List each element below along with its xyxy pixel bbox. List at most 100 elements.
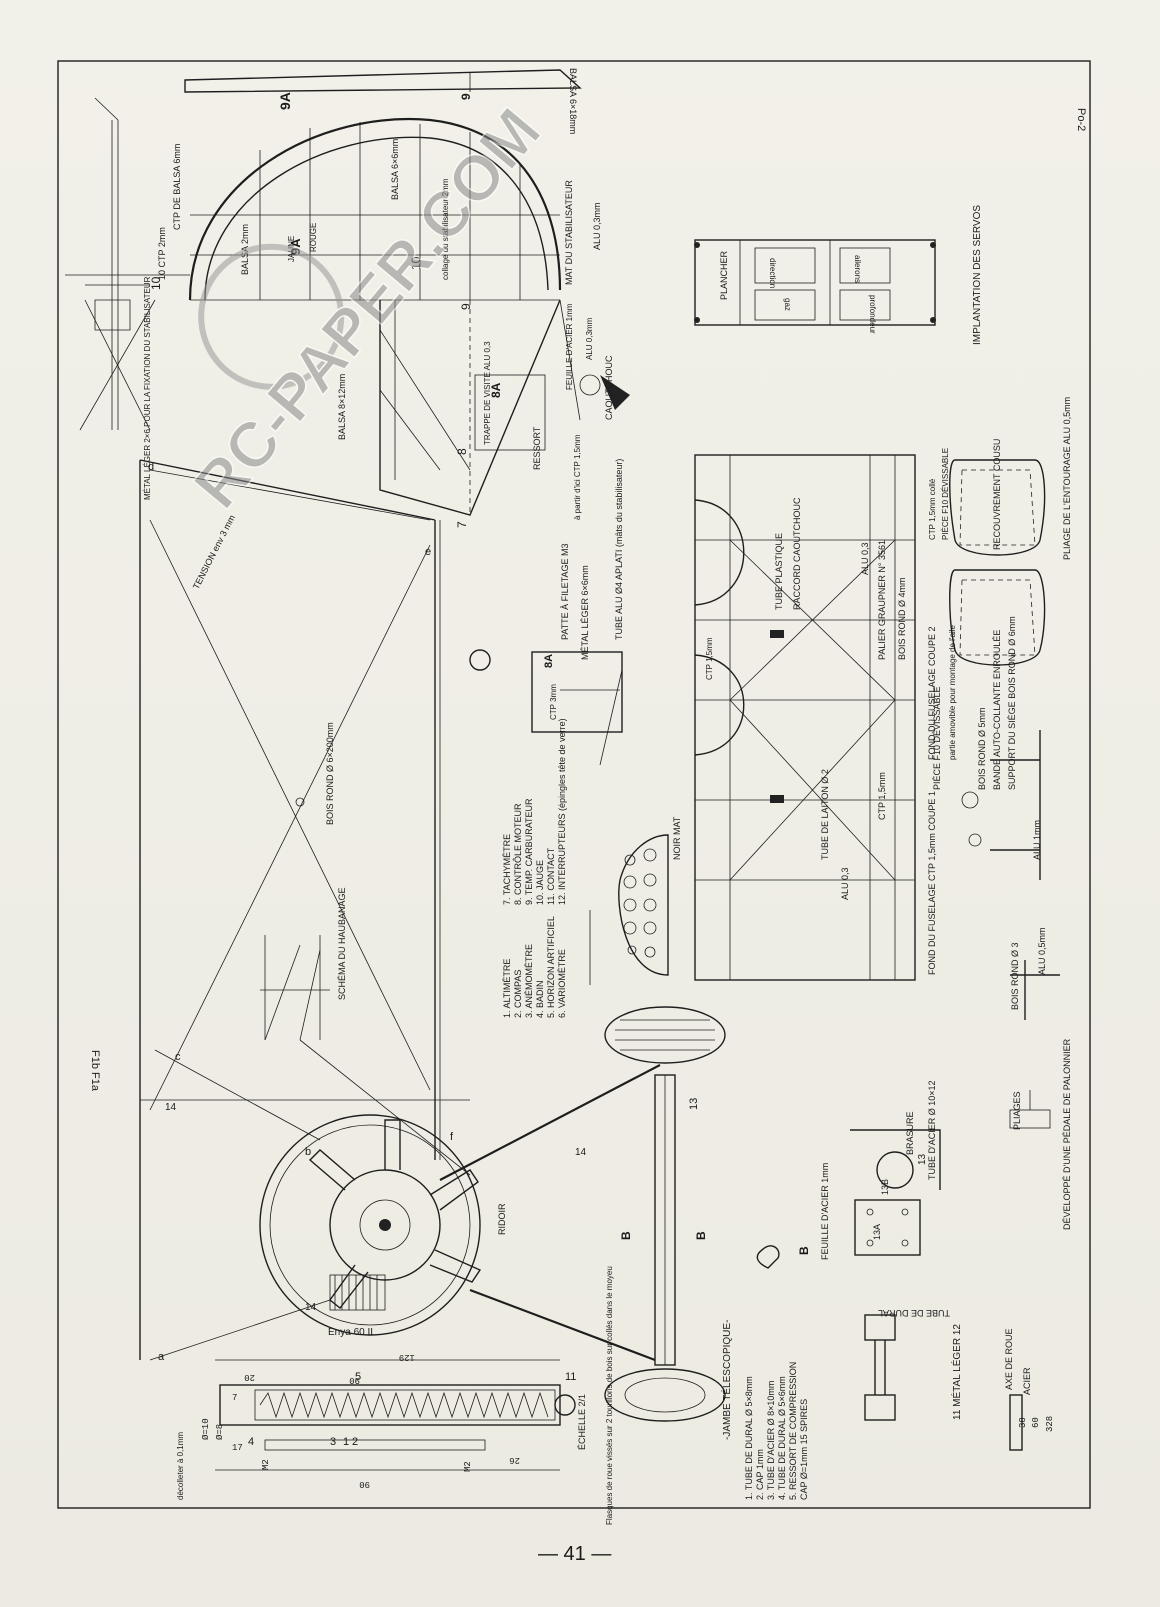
label-pliage-entourage: PLIAGE DE L'ENTOURAGE ALU 0,5mm <box>1062 397 1072 560</box>
label-gaz: gaz <box>783 298 792 311</box>
telescopic-parts-list: 1. TUBE DE DURAL Ø 5×8mm 2. CAP 1mm 3. T… <box>744 1362 809 1500</box>
label-balsa-6x18: BALSA 6×18mm <box>568 68 578 134</box>
svg-text:5. RESSORT DE COMPRESSION: 5. RESSORT DE COMPRESSION <box>788 1362 798 1500</box>
part-9-low: 9 <box>459 303 473 310</box>
label-ctp-colle: CTP 1,5mm collé <box>928 478 937 540</box>
label-echelle: ÉCHELLE 2/1 <box>577 1394 587 1450</box>
rig-letter-c: c <box>175 1051 181 1063</box>
label-noir-mat: NOIR MAT <box>672 816 682 860</box>
part-1: 1 <box>343 1436 349 1448</box>
label-tube-laiton: TUBE DE LAITON Ø 2 <box>820 769 830 860</box>
instrument-list-left: 1. ALTIMÈTRE 2. COMPAS 3. ANÉMOMÈTRE 4. … <box>502 916 567 1018</box>
label-developpe-pedale: DÉVELOPPÉ D'UNE PÉDALE DE PALONNIER <box>1062 1038 1072 1230</box>
label-schema-haubanage: SCHÉMA DU HAUBANAGE <box>337 887 347 1000</box>
part-5: 5 <box>355 1371 361 1383</box>
label-feuille-acier: FEUILLE D'ACIER 1mm <box>565 303 574 390</box>
tail-assembly-drawing: BALSA 6×18mm CTP DE BALSA 6mm 10 CTP 2mm… <box>65 68 630 528</box>
label-alu-03b: ALU 0,3mm <box>585 317 594 360</box>
part-9a-top: 9A <box>277 92 293 110</box>
label-metal-leger: MÉTAL LÉGER 2×6 POUR LA FIXATION DU STAB… <box>143 276 152 500</box>
label-acier: ACIER <box>1022 1367 1032 1395</box>
label-tube-alu-4: TUBE ALU Ø4 APLATI (mâts du stabilisateu… <box>614 459 624 640</box>
svg-text:7. TACHYMÈTRE: 7. TACHYMÈTRE <box>502 834 512 905</box>
label-metal-6x6: MÉTAL LÉGER 6×6mm <box>580 565 590 660</box>
rig-letter-f: f <box>450 1131 454 1143</box>
svg-text:6. VARIOMÈTRE: 6. VARIOMÈTRE <box>557 949 567 1018</box>
dim-20: 20 <box>244 1372 255 1382</box>
label-alu-03-top: ALU 0,3mm <box>592 202 602 250</box>
svg-text:4. BADIN: 4. BADIN <box>535 980 545 1018</box>
servo-installation-drawing: PLANCHER direction gaz ailerons profonde… <box>694 205 983 345</box>
part-3: 3 <box>330 1436 336 1448</box>
rig-letter-a: a <box>158 1351 165 1363</box>
label-alu-03-cockpit: ALU 0,3 <box>860 542 870 575</box>
pedal-drawing: PLIAGES DÉVELOPPÉ D'UNE PÉDALE DE PALONN… <box>1009 1038 1072 1230</box>
telescopic-leg-drawing: 129 90 90 20 26 Ø=10 Ø=8 M2 M2 1 2 3 4 5… <box>176 1320 809 1500</box>
label-a-partir: à partir d'ici CTP 1,5mm <box>573 434 582 520</box>
label-bois-rond-5: BOIS ROND Ø 5mm <box>977 707 987 790</box>
section-b-mark-3: B <box>797 1246 811 1255</box>
dim-diam-10: Ø=10 <box>201 1418 211 1440</box>
telescopic-title: -JAMBE TÉLESCOPIQUE- <box>720 1320 733 1440</box>
label-tube-dural-gear: TUBE DE DURAL <box>878 1308 950 1318</box>
label-alu-05: ALU 0,5mm <box>1037 927 1047 975</box>
rig-14-c: 14 <box>575 1147 587 1158</box>
dim-129: 129 <box>399 1352 415 1362</box>
frame-labels: F1b F1a <box>89 1050 101 1092</box>
dim-7: 7 <box>232 1393 237 1403</box>
label-piece-f10b: PIÈCE F10 DÉVISSABLE <box>941 448 950 540</box>
label-mat-stabilisateur: MAT DU STABILISATEUR <box>564 180 574 285</box>
cockpit-section-drawing: TUBE PLASTIQUE RACCORD CAOUTCHOUC ALU 0,… <box>694 448 957 981</box>
svg-text:4. TUBE DE DURAL Ø 5×6mm: 4. TUBE DE DURAL Ø 5×6mm <box>777 1376 787 1500</box>
dim-diam-8: Ø=8 <box>215 1424 225 1440</box>
part-11: 11 <box>565 1371 576 1383</box>
rig-letter-e: e <box>425 546 431 558</box>
label-bois-rond-6: BOIS ROND Ø 6×200mm <box>325 722 335 825</box>
label-balsa-6x6: BALSA 6×6mm <box>390 139 400 200</box>
label-ctp-2: 10 CTP 2mm <box>157 227 167 280</box>
servos-title: IMPLANTATION DES SERVOS <box>972 205 983 345</box>
part-10-b: 10 <box>149 276 163 290</box>
dim-38: 38 <box>1018 1417 1028 1428</box>
dim-90-a: 90 <box>349 1375 360 1385</box>
svg-text:11. CONTACT: 11. CONTACT <box>546 847 556 905</box>
dim-60: 60 <box>1031 1417 1041 1428</box>
label-brasure: BRASURE <box>905 1111 915 1155</box>
svg-text:1. TUBE DE DURAL Ø 5×8mm: 1. TUBE DE DURAL Ø 5×8mm <box>744 1376 754 1500</box>
part-8: 8 <box>455 448 469 455</box>
part-13b: 13B <box>880 1179 890 1195</box>
part-9-spar: 9 <box>459 93 473 100</box>
label-tube-plastique: TUBE PLASTIQUE <box>774 533 784 610</box>
part-13a: 13A <box>872 1224 882 1240</box>
part-2: 2 <box>352 1436 358 1448</box>
label-collage: collage du stabilisateur 2mm <box>441 178 450 280</box>
dim-m2-b: M2 <box>463 1461 473 1472</box>
label-axe-roue: AXE DE ROUE <box>1004 1328 1014 1390</box>
label-ailerons: ailerons <box>853 255 862 283</box>
fuselage-rigging-drawing: TENSION env 3 mm BOIS ROND Ø 6×200mm SCH… <box>139 459 624 1363</box>
label-patte-filetage: PATTE À FILETAGE M3 <box>560 543 570 640</box>
svg-text:12. INTERRUPTEURS (épingles tê: 12. INTERRUPTEURS (épingles tête de verr… <box>557 718 567 905</box>
part-13-leg: 13 <box>688 1098 700 1110</box>
label-raccord: RACCORD CAOUTCHOUC <box>792 497 802 610</box>
rig-letter-d: d <box>148 461 154 473</box>
svg-text:3. ANÉMOMÈTRE: 3. ANÉMOMÈTRE <box>524 944 534 1018</box>
label-bois-rond-3: BOIS ROND Ø 3 <box>1010 942 1020 1010</box>
label-partie-amovible: partie amovible pour montage de l'aile <box>948 625 957 760</box>
label-piece-f10: PIÈCE F10 DÉVISSABLE <box>932 686 942 790</box>
label-caoutchouc: CAOUTCHOUC <box>604 355 614 420</box>
label-enya: Enya 60 II <box>328 1327 373 1338</box>
label-alu-1: ALU 1mm <box>1032 820 1042 860</box>
label-trappe-visite: TRAPPE DE VISITE ALU 0,3 <box>483 341 492 445</box>
label-bois-rond-4: BOIS ROND Ø 4mm <box>897 577 907 660</box>
svg-text:5. HORIZON ARTIFICIEL: 5. HORIZON ARTIFICIEL <box>546 916 556 1018</box>
dim-328: 328 <box>1045 1416 1055 1432</box>
part-7: 7 <box>455 521 469 528</box>
svg-text:CAP Ø=1mm 15 SPIRES: CAP Ø=1mm 15 SPIRES <box>799 1399 809 1500</box>
dim-90-b: 90 <box>359 1479 370 1489</box>
label-ctp-balsa: CTP DE BALSA 6mm <box>172 144 182 230</box>
part-13-bracket: 13 <box>917 1153 928 1165</box>
page-number: — 41 — <box>538 1543 611 1565</box>
label-ctp-15: CTP 1,5mm <box>877 772 887 820</box>
label-pliages: PLIAGES <box>1012 1091 1022 1130</box>
